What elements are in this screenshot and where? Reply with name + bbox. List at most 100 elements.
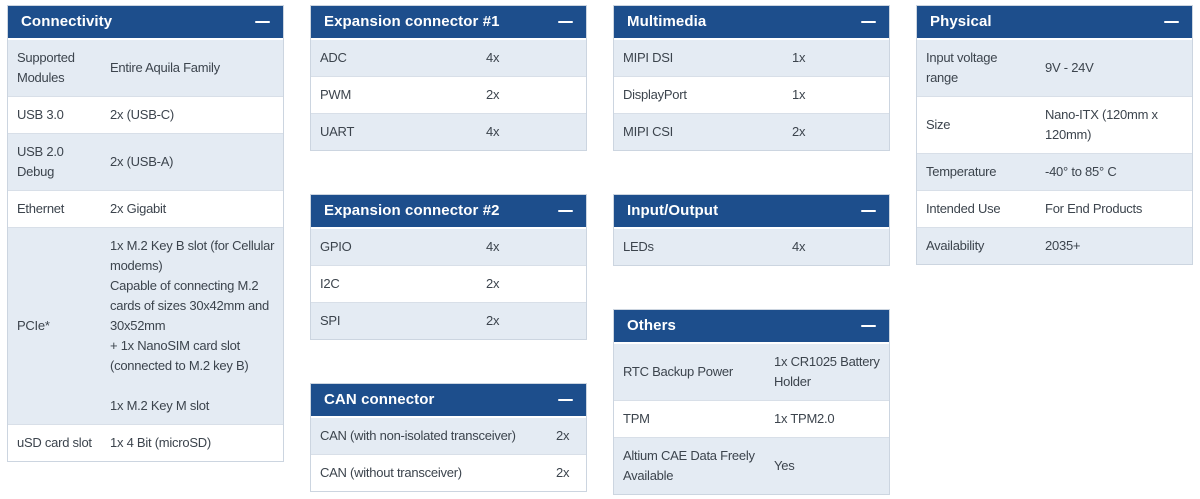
table-row: UART 4x — [311, 113, 586, 150]
table-title: Input/Output — [627, 202, 719, 219]
row-value: 2x (USB-A) — [110, 154, 174, 169]
row-value: 2x — [556, 465, 570, 480]
table-row: TPM 1x TPM2.0 — [614, 400, 889, 437]
row-value: 9V - 24V — [1045, 60, 1094, 75]
table-header[interactable]: Multimedia — [614, 6, 889, 40]
table-body: CAN (with non-isolated transceiver) 2x C… — [311, 418, 586, 491]
table-row: Ethernet 2x Gigabit — [8, 190, 283, 227]
row-value: 4x — [486, 124, 500, 139]
table-title: Expansion connector #1 — [324, 13, 500, 30]
row-label: CAN (with non-isolated transceiver) — [320, 428, 516, 443]
column-connectivity: Connectivity Supported Modules Entire Aq… — [7, 5, 284, 462]
spec-table-expansion-connector-2: Expansion connector #2 GPIO 4x I2C 2x SP… — [310, 194, 587, 340]
collapse-minus-icon[interactable] — [558, 21, 573, 23]
table-row: CAN (without transceiver) 2x — [311, 454, 586, 491]
table-header[interactable]: CAN connector — [311, 384, 586, 418]
collapse-minus-icon[interactable] — [861, 21, 876, 23]
collapse-minus-icon[interactable] — [255, 21, 270, 23]
row-value: 4x — [792, 239, 806, 254]
table-body: RTC Backup Power 1x CR1025 Battery Holde… — [614, 344, 889, 494]
row-value: 1x TPM2.0 — [774, 411, 835, 426]
table-title: Multimedia — [627, 13, 707, 30]
row-label: PWM — [320, 87, 352, 102]
row-label: uSD card slot — [17, 435, 92, 450]
table-row: MIPI CSI 2x — [614, 113, 889, 150]
table-row: USB 3.0 2x (USB-C) — [8, 96, 283, 133]
row-value: 1x CR1025 Battery Holder — [774, 354, 880, 389]
table-header[interactable]: Expansion connector #1 — [311, 6, 586, 40]
row-value: Nano-ITX (120mm x 120mm) — [1045, 107, 1158, 142]
table-row: I2C 2x — [311, 265, 586, 302]
row-value: 2x — [486, 87, 500, 102]
row-value: 1x 4 Bit (microSD) — [110, 435, 211, 450]
row-label: CAN (without transceiver) — [320, 465, 462, 480]
spec-table-can-connector: CAN connector CAN (with non-isolated tra… — [310, 383, 587, 492]
row-value: Yes — [774, 458, 795, 473]
collapse-minus-icon[interactable] — [861, 210, 876, 212]
row-label: LEDs — [623, 239, 654, 254]
table-header[interactable]: Input/Output — [614, 195, 889, 229]
spec-table-multimedia: Multimedia MIPI DSI 1x DisplayPort 1x MI… — [613, 5, 890, 151]
row-label: Ethernet — [17, 201, 65, 216]
spec-table-others: Others RTC Backup Power 1x CR1025 Batter… — [613, 309, 890, 495]
collapse-minus-icon[interactable] — [558, 399, 573, 401]
table-row: DisplayPort 1x — [614, 76, 889, 113]
row-value: 2x — [486, 276, 500, 291]
table-header[interactable]: Physical — [917, 6, 1192, 40]
table-body: ADC 4x PWM 2x UART 4x — [311, 40, 586, 150]
row-value: 2x (USB-C) — [110, 107, 174, 122]
row-label: MIPI DSI — [623, 50, 674, 65]
table-row: USB 2.0 Debug 2x (USB-A) — [8, 133, 283, 190]
row-value: 2x Gigabit — [110, 201, 167, 216]
row-value: 1x — [792, 50, 806, 65]
row-label: RTC Backup Power — [623, 364, 733, 379]
row-label: USB 2.0 Debug — [17, 144, 64, 179]
table-row: Input voltage range 9V - 24V — [917, 40, 1192, 96]
collapse-minus-icon[interactable] — [558, 210, 573, 212]
column-multimedia-io-others: Multimedia MIPI DSI 1x DisplayPort 1x MI… — [613, 5, 890, 495]
row-value: 4x — [486, 239, 500, 254]
table-header[interactable]: Connectivity — [8, 6, 283, 40]
table-title: Others — [627, 317, 676, 334]
table-title: Expansion connector #2 — [324, 202, 500, 219]
table-row: Availability 2035+ — [917, 227, 1192, 264]
spec-table-expansion-connector-1: Expansion connector #1 ADC 4x PWM 2x UAR… — [310, 5, 587, 151]
table-body: GPIO 4x I2C 2x SPI 2x — [311, 229, 586, 339]
table-title: Connectivity — [21, 13, 113, 30]
table-row: MIPI DSI 1x — [614, 40, 889, 76]
collapse-minus-icon[interactable] — [861, 325, 876, 327]
row-value: Entire Aquila Family — [110, 60, 220, 75]
table-row: ADC 4x — [311, 40, 586, 76]
row-label: UART — [320, 124, 355, 139]
row-label: TPM — [623, 411, 650, 426]
collapse-minus-icon[interactable] — [1164, 21, 1179, 23]
row-label: PCIe* — [17, 318, 50, 333]
table-row: Temperature -40° to 85° C — [917, 153, 1192, 190]
row-label: USB 3.0 — [17, 107, 64, 122]
row-label: DisplayPort — [623, 87, 687, 102]
row-value: 1x — [792, 87, 806, 102]
table-row: GPIO 4x — [311, 229, 586, 265]
table-header[interactable]: Expansion connector #2 — [311, 195, 586, 229]
row-label: Size — [926, 117, 951, 132]
table-header[interactable]: Others — [614, 310, 889, 344]
row-value: 2x — [486, 313, 500, 328]
table-row: Size Nano-ITX (120mm x 120mm) — [917, 96, 1192, 153]
table-row: Altium CAE Data Freely Available Yes — [614, 437, 889, 494]
row-value: 4x — [486, 50, 500, 65]
table-body: Supported Modules Entire Aquila Family U… — [8, 40, 283, 461]
column-physical: Physical Input voltage range 9V - 24V Si… — [916, 5, 1193, 265]
row-label: Input voltage range — [926, 50, 998, 85]
row-value: 2x — [556, 428, 570, 443]
table-body: LEDs 4x — [614, 229, 889, 265]
spec-table-physical: Physical Input voltage range 9V - 24V Si… — [916, 5, 1193, 265]
row-value: 2035+ — [1045, 238, 1081, 253]
table-row: PWM 2x — [311, 76, 586, 113]
row-label: Availability — [926, 238, 985, 253]
table-row: SPI 2x — [311, 302, 586, 339]
table-title: Physical — [930, 13, 992, 30]
table-row: RTC Backup Power 1x CR1025 Battery Holde… — [614, 344, 889, 400]
table-row: LEDs 4x — [614, 229, 889, 265]
row-label: I2C — [320, 276, 340, 291]
